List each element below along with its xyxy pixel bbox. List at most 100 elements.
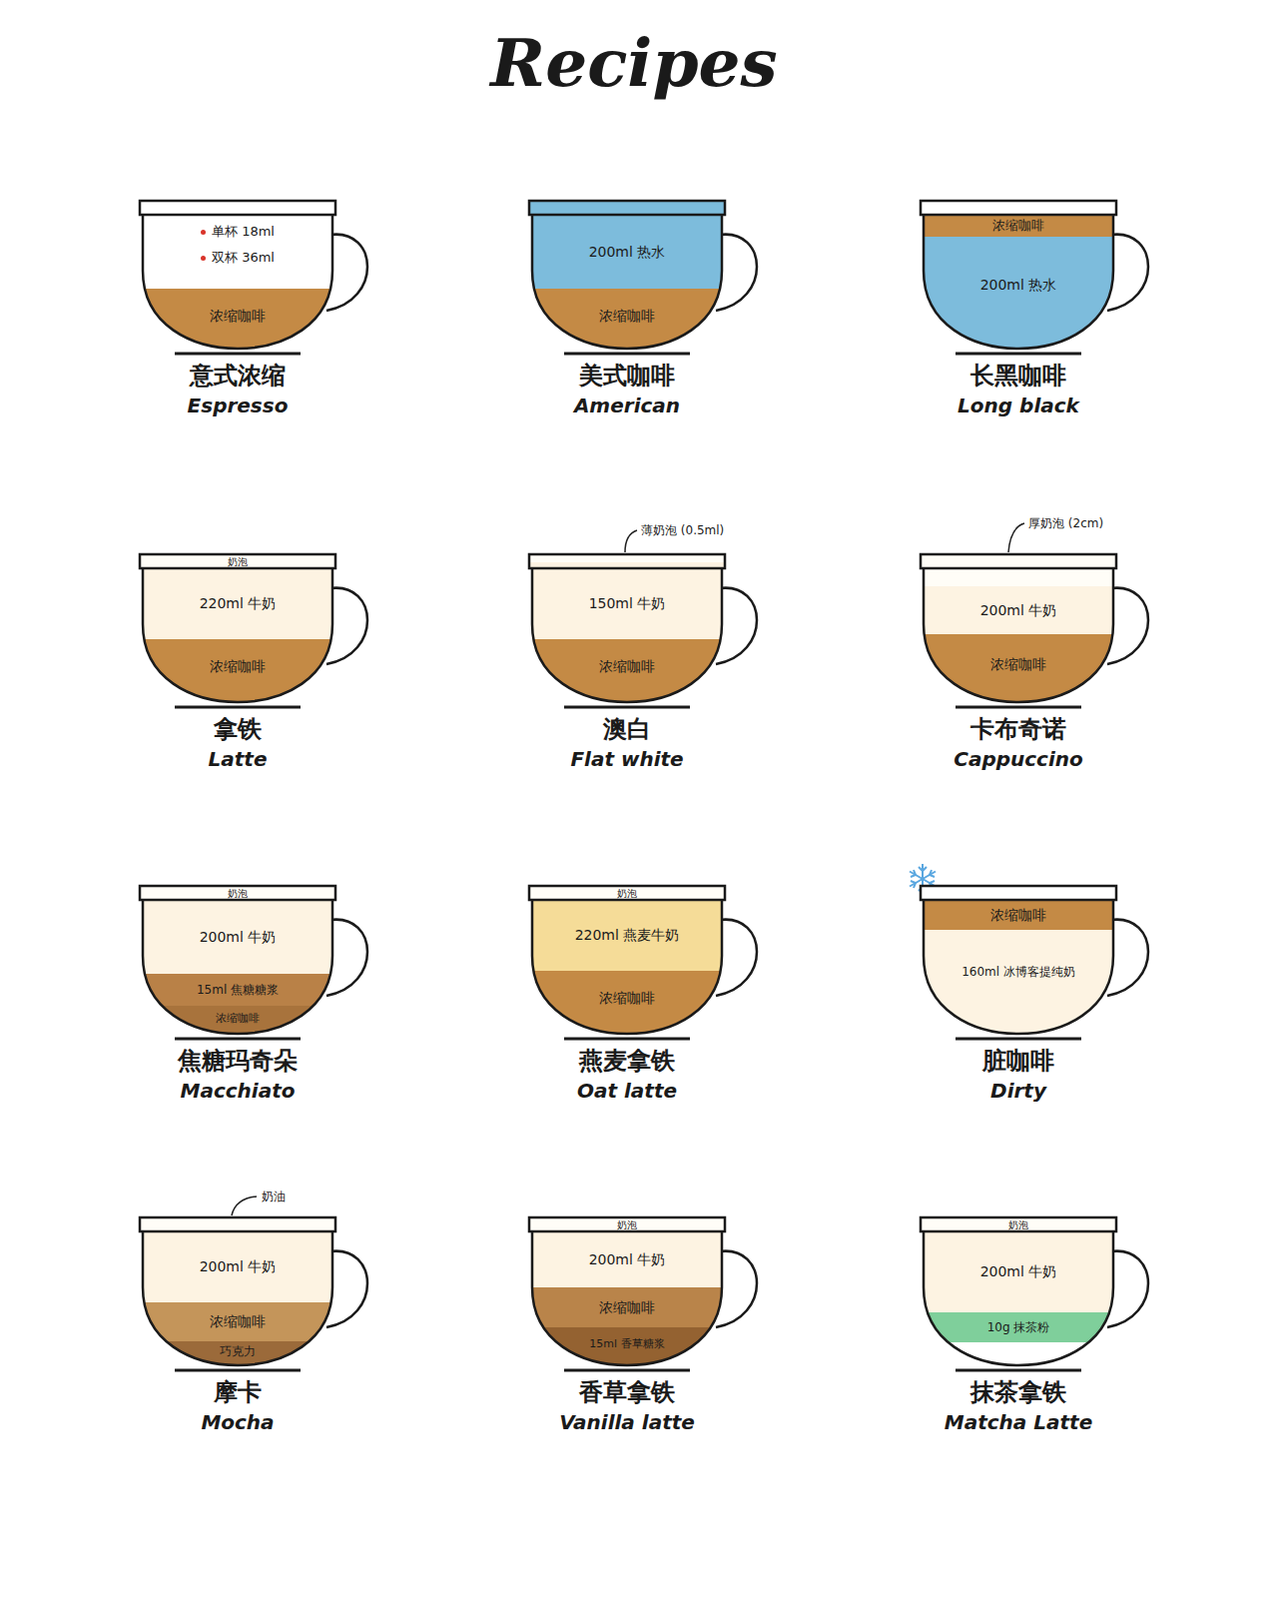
ingredient-text: 奶泡 [617,1218,638,1232]
ingredient-layer: 奶泡 [532,1217,722,1232]
ingredient-text: 浓缩咖啡 [599,307,655,325]
cup-rim [139,1217,336,1232]
cup-name: 长黑咖啡 [923,360,1114,391]
saucer-line [564,1368,690,1372]
liquid-band [527,288,727,349]
liquid-band [527,562,727,639]
liquid-band [137,639,338,702]
cup-name-english: Cappuccino [923,745,1114,772]
coffee-cup: 脏咖啡Dirty浓缩咖啡160ml 冰博客提纯奶 [923,885,1164,1121]
cup-name-english: Dirty [923,1077,1114,1104]
callout-label: 厚奶泡 (2cm) [1028,515,1104,532]
liquid-band [918,634,1119,702]
ingredient-text: 浓缩咖啡 [990,906,1047,924]
liquid-band [527,200,727,289]
saucer-line [955,1037,1082,1041]
ingredient-layer: 浓缩咖啡 [532,970,722,1026]
cup-name: 抹茶拿铁 [923,1376,1114,1407]
callout-label: 奶油 [261,1188,286,1205]
ingredient-text: 单杯 18ml [211,223,275,240]
liquid-band [527,1286,727,1327]
ingredient-text: 200ml 牛奶 [589,1251,666,1269]
ingredient-layer: 200ml 牛奶 [923,586,1114,635]
ingredient-text: 220ml 燕麦牛奶 [575,926,680,944]
ingredient-text: 浓缩咖啡 [992,217,1045,234]
cup-outline [532,899,722,1034]
cup-rim [920,200,1117,215]
cup-name: 澳白 [532,713,722,744]
ingredient-layer: 浓缩咖啡 [923,214,1114,237]
saucer-line [955,1368,1082,1372]
ingredient-text: 浓缩咖啡 [599,1298,655,1316]
cup-name: 拿铁 [142,713,333,744]
ingredient-text: 奶泡 [617,886,638,900]
liquid-band [137,1340,338,1365]
cup-rim [529,554,725,569]
ingredient-text: 200ml 牛奶 [980,602,1058,620]
cup-illustration [142,885,383,1046]
cup-name-english: Matcha Latte [923,1408,1114,1435]
ingredient-layer: 浓缩咖啡 [532,639,722,694]
liquid-band [918,1231,1119,1312]
liquid-band [137,973,338,1006]
saucer-line [174,1368,301,1372]
cup-illustration [532,200,772,361]
liquid-band [918,899,1119,930]
ingredient-text: 15ml 焦糖糖浆 [196,982,279,998]
cup-illustration [532,554,772,714]
liquid-band [137,568,338,639]
ingredient-layer: 160ml 冰博客提纯奶 [923,929,1114,1014]
ingredient-text: 奶泡 [227,555,248,569]
cup-rim [139,554,336,569]
cup-illustration [142,554,383,714]
ingredient-layer: 200ml 牛奶 [923,1231,1114,1312]
cup-outline [923,1231,1114,1365]
cup-name-english: Mocha [142,1408,333,1435]
ingredient-text: 巧克力 [219,1343,256,1359]
liquid-band [527,899,727,971]
ingredient-layer: 200ml 牛奶 [142,899,333,974]
saucer-line [174,352,301,356]
liquid-band [137,899,338,974]
ingredient-text: 10g 抹茶粉 [987,1319,1051,1335]
coffee-cup: 拿铁Latte奶泡220ml 牛奶浓缩咖啡 [142,554,383,789]
ingredient-layer: 浓缩咖啡 [142,288,333,343]
ingredient-layer: 200ml 牛奶 [142,1231,333,1302]
cup-outline [532,568,722,702]
liquid-band [137,1301,338,1341]
cup-name: 燕麦拿铁 [532,1045,722,1076]
liquid-band [137,1217,338,1232]
cup-name: 香草拿铁 [532,1376,722,1407]
ingredient-layer: 150ml 牛奶 [532,568,722,639]
cup-rim [139,885,336,900]
coffee-cup: 摩卡Mocha200ml 牛奶浓缩咖啡巧克力 [142,1217,383,1452]
coffee-cup: 澳白Flat white150ml 牛奶浓缩咖啡 [532,554,772,789]
ingredient-layer: 单杯 18ml双杯 36ml [142,214,333,289]
bullet-dot [200,229,206,235]
ingredient-layer: 200ml 牛奶 [532,1231,722,1287]
coffee-cup: 燕麦拿铁Oat latte奶泡220ml 燕麦牛奶浓缩咖啡 [532,885,772,1121]
coffee-cup: 美式咖啡American200ml 热水浓缩咖啡 [532,200,772,436]
cup-illustration [923,554,1164,714]
coffee-cup: 抹茶拿铁Matcha Latte奶泡200ml 牛奶10g 抹茶粉 [923,1217,1164,1452]
callout-label: 薄奶泡 (0.5ml) [640,522,724,539]
ingredient-text: 200ml 热水 [980,276,1058,294]
cup-name-english: Latte [142,745,333,772]
coffee-cup: 焦糖玛奇朵Macchiato奶泡200ml 牛奶15ml 焦糖糖浆浓缩咖啡 [142,885,383,1121]
liquid-band [918,1311,1119,1342]
liquid-band [918,554,1119,587]
cup-outline [923,214,1114,349]
ingredient-layer: 10g 抹茶粉 [923,1311,1114,1342]
cup-rim [920,885,1117,900]
saucer-line [564,705,690,709]
cup-name-english: American [532,392,722,419]
ingredient-layer: 浓缩咖啡 [923,899,1114,930]
liquid-band [918,929,1119,1034]
coffee-cup: 意式浓缩Espresso单杯 18ml双杯 36ml浓缩咖啡 [142,200,383,436]
liquid-band [137,554,338,569]
saucer-line [955,705,1082,709]
cup-name-english: Vanilla latte [532,1408,722,1435]
cup-name-english: Macchiato [142,1077,333,1104]
title: Recipes [0,17,1269,108]
